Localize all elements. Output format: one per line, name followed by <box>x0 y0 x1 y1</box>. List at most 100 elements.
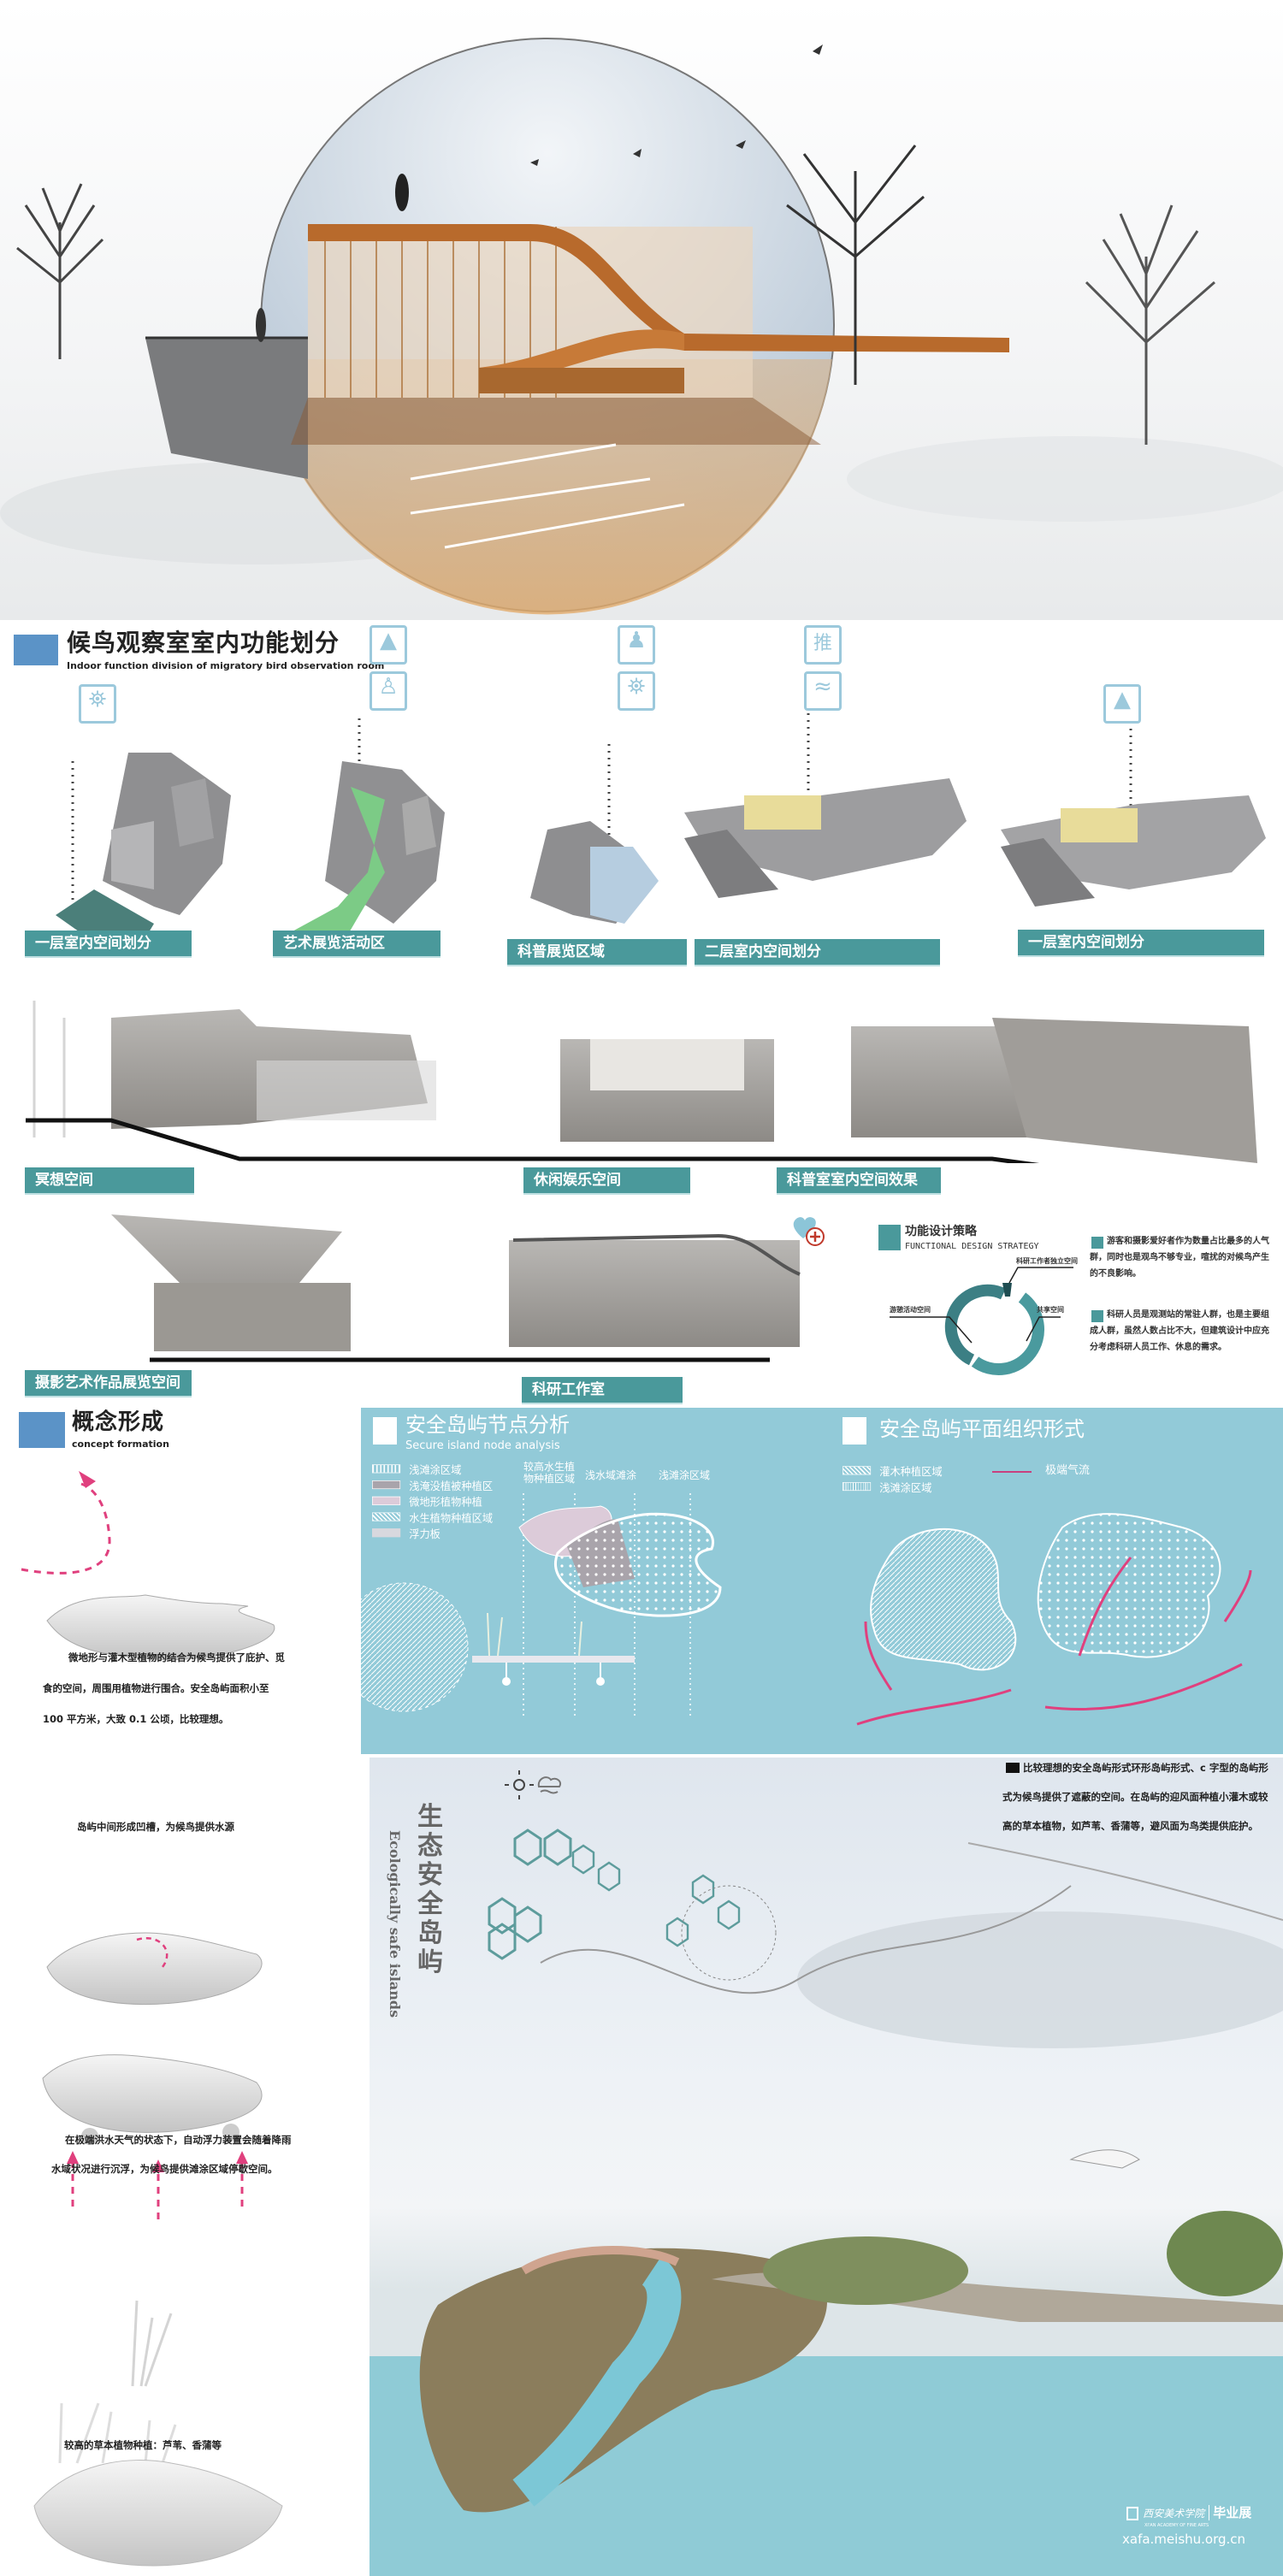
island-diagrams <box>361 1493 1252 1726</box>
label-research-studio: 科研工作室 <box>522 1377 683 1403</box>
node-analysis-marker <box>373 1417 397 1445</box>
picture-icon: ▲ <box>1103 684 1141 724</box>
reading-person-icon: ♟ <box>618 625 655 665</box>
concept-illustrations <box>21 1471 283 2567</box>
academy-name-en: XI'AN ACADEMY OF FINE ARTS <box>1144 2523 1209 2528</box>
label-leisure-space: 休闲娱乐空间 <box>523 1167 690 1193</box>
legend-label: 浅淹没植被种植区 <box>409 1480 494 1493</box>
node-analysis-subtitle: Secure island node analysis <box>405 1439 560 1452</box>
person-figure <box>395 174 409 211</box>
float-board <box>472 1656 635 1663</box>
donut-label-research: 科研工作者独立空间 <box>1016 1257 1078 1265</box>
donut-research <box>1002 1283 1012 1297</box>
legend-swatch-float-board <box>372 1528 401 1538</box>
flying-bird <box>1069 2149 1140 2169</box>
float-device <box>222 2124 239 2141</box>
ecology-title: 生态安全岛屿 <box>417 1802 443 1977</box>
concept-island-3 <box>42 2054 263 2133</box>
concept-text-flood: 在极端洪水天气的状态下，自动浮力装置会随着降雨水域状况进行沉浮，为候鸟提供滩涂区… <box>51 2134 292 2175</box>
float-device <box>81 2128 98 2145</box>
birds <box>530 44 823 166</box>
tree-right <box>1085 204 1215 445</box>
legend-label: 灌木种植区域 <box>879 1465 943 1479</box>
node-analysis-title: 安全岛屿节点分析 <box>405 1413 570 1437</box>
callout-shallow-water: 浅水域滩涂 <box>585 1469 637 1481</box>
donut-label-leisure: 游憩活动空间 <box>890 1306 931 1314</box>
airflow-arrows <box>856 1557 1252 1726</box>
academy-name: 西安美术学院 <box>1143 2508 1205 2520</box>
legend-swatch-submerged <box>372 1480 401 1490</box>
node-island-shape <box>554 1512 722 1617</box>
plan-form-title: 安全岛屿平面组织形式 <box>879 1417 1085 1441</box>
concept-text-reeds: 较高的草本植物种植：芦苇、香蒲等 <box>64 2439 222 2451</box>
callout-shallow-beach: 浅滩涂区域 <box>659 1469 711 1481</box>
hero-illustration <box>0 38 1283 615</box>
ecology-subtitle: Ecologically safe islands <box>387 1830 403 2018</box>
strategy-note-visitors: 游客和摄影爱好者作为数量占比最多的人气群，同时也是观鸟不够专业，喧扰的对候鸟产生… <box>1090 1237 1269 1279</box>
person-figure <box>256 308 266 342</box>
gallery-renders <box>111 1214 801 1362</box>
heart-medical-icon <box>793 1217 825 1246</box>
label-photo-gallery: 摄影艺术作品展览空间 <box>25 1370 192 1396</box>
label-science-exhibition: 科普展览区域 <box>507 939 687 965</box>
ecology-render <box>370 1758 1283 2576</box>
plan-form-marker <box>843 1417 866 1445</box>
label-art-exhibition: 艺术展览活动区 <box>273 931 440 956</box>
strategy-subtitle: FUNCTIONAL DESIGN STRATEGY <box>905 1242 1039 1251</box>
legend-label: 水生植物种植区域 <box>409 1512 494 1525</box>
island-channel <box>512 2256 682 2507</box>
legend-label: 微地形植物种植 <box>409 1496 482 1509</box>
label-ground-floor-2: 一层室内空间划分 <box>1018 930 1264 955</box>
entrance-ramp <box>145 338 308 479</box>
label-ground-floor: 一层室内空间划分 <box>25 931 192 956</box>
concept-island-1 <box>46 1594 275 1661</box>
sun-icon <box>505 1770 534 1799</box>
label-meditation-space: 冥想空间 <box>25 1167 194 1193</box>
legend-label: 浅滩涂区域 <box>879 1481 932 1495</box>
curved-roof <box>308 224 1009 352</box>
pink-dashed-arrow <box>21 1482 111 1575</box>
description-marker <box>1006 1763 1020 1773</box>
section-marker <box>14 635 58 665</box>
callout-tall-aquatic: 较高水生植物种植区域 <box>523 1461 576 1485</box>
strategy-marker <box>878 1225 901 1250</box>
legend-label: 浮力板 <box>409 1527 440 1541</box>
concept-subtitle: concept formation <box>72 1439 169 1450</box>
concept-text-groove: 岛屿中间形成凹槽，为候鸟提供水源 <box>77 1821 234 1833</box>
watermark-url: xafa.meishu.org.cn <box>1122 2532 1246 2547</box>
activity-icon: 推 <box>804 625 842 665</box>
ground-section-line <box>26 1118 1040 1163</box>
telescope-icon: ⛯ <box>618 671 655 711</box>
cloud-wind-icon <box>537 1776 561 1794</box>
hero-render <box>0 0 1283 620</box>
airflow-legend-arrow <box>992 1471 1032 1473</box>
donut-leisure <box>944 1284 1007 1366</box>
airflow-legend-label: 极端气流 <box>1045 1464 1091 1477</box>
node-legend: 浅滩涂区域 浅淹没植被种植区 微地形植物种植 水生植物种植区域 浮力板 <box>372 1461 493 1541</box>
concept-text-sheltering: 微地形与灌木型植物的结合为候鸟提供了庇护、觅食的空间，周围用植物进行围合。安全岛… <box>43 1651 285 1725</box>
function-diagrams <box>56 693 1266 932</box>
concept-island-2 <box>46 1932 263 2006</box>
function-section-title: 候鸟观察室室内功能划分 <box>67 629 340 657</box>
diagram-ground-floor <box>56 753 231 932</box>
donut-shared <box>971 1292 1044 1375</box>
concept-island-4 <box>33 2460 283 2567</box>
diagram-science-exhibition <box>530 744 659 924</box>
bird-icon: ≈ <box>804 671 842 711</box>
strategy-title: 功能设计策略 <box>905 1225 977 1238</box>
diagram-second-floor <box>684 693 967 898</box>
label-second-floor: 二层室内空间划分 <box>695 939 940 965</box>
function-section-subtitle: Indoor function division of migratory bi… <box>67 660 385 671</box>
strategy-note-researchers: 科研人员是观测站的常驻人群，也是主要组成人群，虽然人数占比不大，但建筑设计中应充… <box>1090 1310 1269 1352</box>
label-science-interior: 科普室室内空间效果 <box>777 1167 941 1193</box>
academy-logo-icon <box>1126 2506 1138 2520</box>
legend-swatch-microterrain <box>372 1496 401 1505</box>
legend-swatch-shallow-beach <box>372 1464 401 1474</box>
research-studio-render <box>509 1240 800 1347</box>
section-renders <box>26 1001 1257 1163</box>
tree-left <box>16 183 104 359</box>
plan-legend: 灌木种植区域 浅滩涂区域 <box>843 1462 943 1494</box>
note-marker <box>1091 1237 1103 1249</box>
picture-icon: ▲ <box>370 625 407 665</box>
reed-illustration <box>131 2300 173 2387</box>
